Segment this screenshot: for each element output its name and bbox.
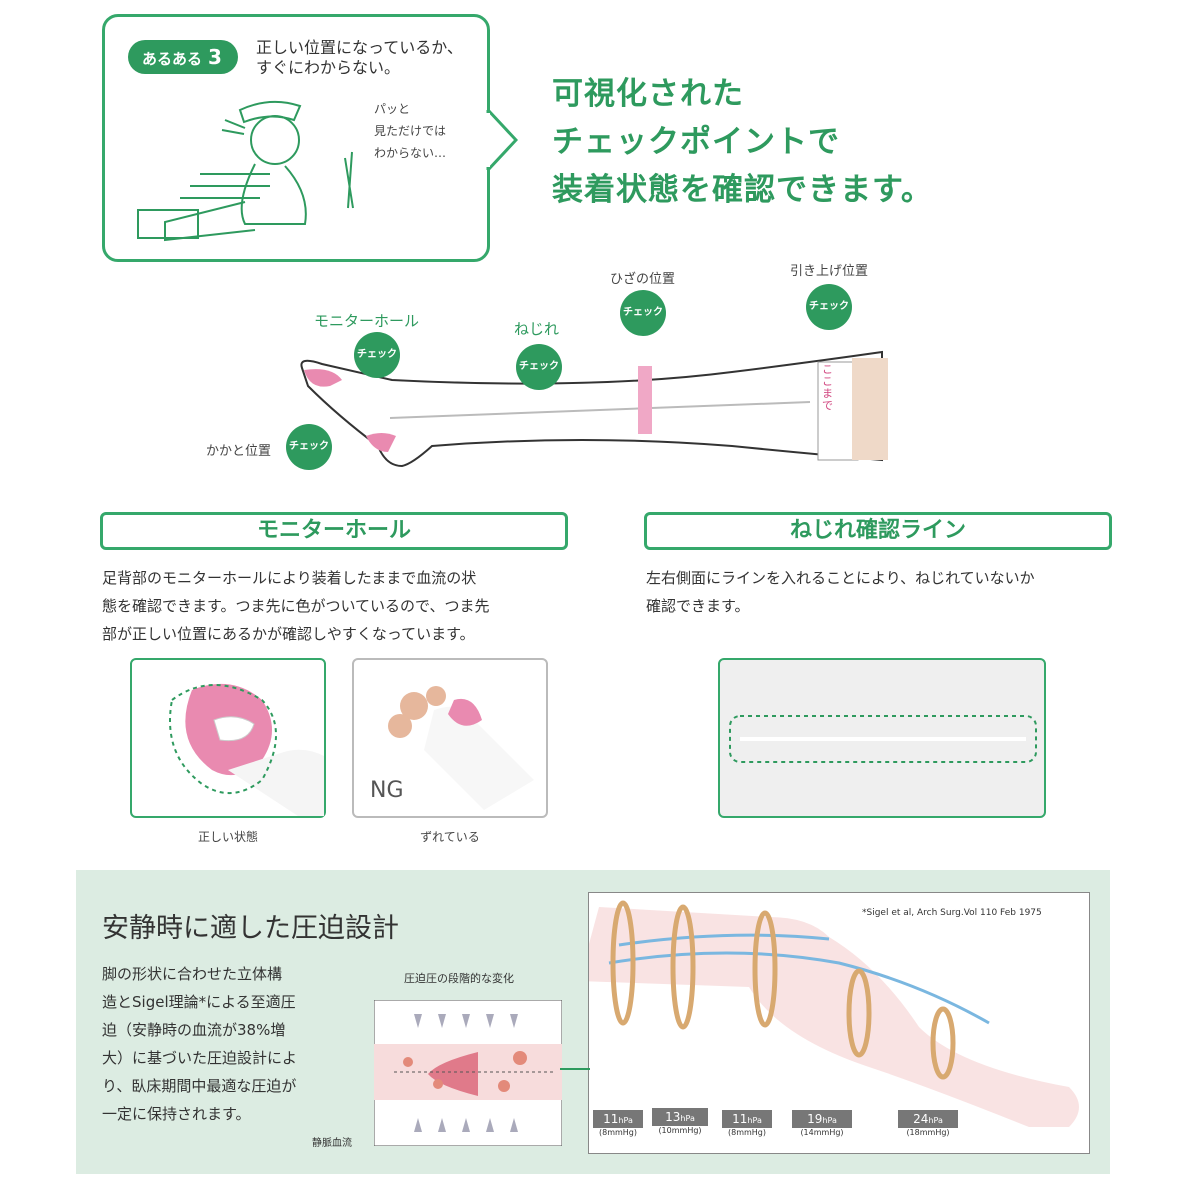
speech-line3: わからない… <box>374 146 447 160</box>
vein-caption: 静脈血流 <box>312 1138 352 1149</box>
card-title: 正しい位置になっているか、 すぐにわからない。 <box>256 38 486 78</box>
monitor-text-line1: 足背部のモニターホールにより装着したままで血流の状 <box>102 569 477 587</box>
compression-line3: 迫（安静時の血流が38%増 <box>102 1021 286 1039</box>
band-value-4: 19hPa <box>792 1110 852 1128</box>
twist-text-line1: 左右側面にラインを入れることにより、ねじれていないか <box>646 569 1035 587</box>
compression-title: 安静時に適した圧迫設計 <box>102 913 399 944</box>
speech-text: パッと 見ただけでは わからない… <box>374 98 484 164</box>
monitor-hole-heading: モニターホール <box>100 512 568 550</box>
band-value-3: 11hPa <box>722 1110 772 1128</box>
compression-line2: 造とSigel理論*による至適圧 <box>102 993 296 1011</box>
monitor-text-line2: 態を確認できます。つま先に色がついているので、つま先 <box>102 597 490 615</box>
label-twist: ねじれ <box>514 320 560 338</box>
diagram-thigh-mark: ここまで <box>822 363 833 412</box>
headline-line1: 可視化された <box>552 76 744 112</box>
citation: *Sigel et al, Arch Surg.Vol 110 Feb 1975 <box>862 908 1042 918</box>
band-tag-3: 11hPa (8mmHg) <box>722 1110 772 1137</box>
twist-text-line2: 確認できます。 <box>646 597 750 615</box>
pressure-caption: 圧迫圧の段階的な変化 <box>404 972 514 985</box>
monitor-hole-text: 足背部のモニターホールにより装着したままで血流の状 態を確認できます。つま先に色… <box>102 564 582 648</box>
photo-twist-line <box>718 658 1046 818</box>
band-mmhg-2: (10mmHg) <box>658 1126 702 1135</box>
band-mmhg-1: (8mmHg) <box>598 1128 637 1137</box>
twist-line-text: 左右側面にラインを入れることにより、ねじれていないか 確認できます。 <box>646 564 1116 620</box>
band-tag-5: 24hPa (18mmHg) <box>898 1110 958 1137</box>
photo-misaligned <box>352 658 548 818</box>
check-bubble-monitor: チェック <box>354 332 400 378</box>
vein-diagram <box>373 999 563 1150</box>
label-heel-position: かかと位置 <box>206 444 272 459</box>
monitor-text-line3: 部が正しい位置にあるかが確認しやすくなっています。 <box>102 625 475 643</box>
band-mmhg-4: (14mmHg) <box>800 1128 844 1137</box>
stocking-diagram <box>290 340 900 474</box>
compression-line6: 一定に保持されます。 <box>102 1105 251 1123</box>
caption-correct: 正しい状態 <box>197 830 258 844</box>
twist-line-heading: ねじれ確認ライン <box>644 512 1112 550</box>
headline: 可視化された チェックポイントで 装着状態を確認できます。 <box>552 70 933 214</box>
card-title-line1: 正しい位置になっているか、 <box>256 38 463 57</box>
compression-line4: 大）に基づいた圧迫設計によ <box>102 1049 298 1067</box>
aruaru-badge: あるある 3 <box>128 40 238 74</box>
card-arrow <box>486 106 519 174</box>
headline-line2: チェックポイントで <box>552 124 840 160</box>
compression-body: 脚の形状に合わせた立体構 造とSigel理論*による至適圧 迫（安静時の血流が3… <box>102 960 342 1128</box>
photo-correct <box>130 658 326 818</box>
label-monitor-hole: モニターホール <box>314 312 420 330</box>
band-value-2: 13hPa <box>652 1108 708 1126</box>
connector-line <box>560 1068 590 1070</box>
band-value-5: 24hPa <box>898 1110 958 1128</box>
label-pull-up-position: 引き上げ位置 <box>790 264 869 279</box>
label-knee-position: ひざの位置 <box>610 272 676 287</box>
band-tag-4: 19hPa (14mmHg) <box>792 1110 852 1137</box>
check-bubble-heel: チェック <box>286 424 332 470</box>
speech-line1: パッと <box>374 102 411 116</box>
band-mmhg-5: (18mmHg) <box>906 1128 950 1137</box>
check-bubble-pull-up: チェック <box>806 284 852 330</box>
caption-misaligned: ずれている <box>420 830 480 844</box>
compression-line1: 脚の形状に合わせた立体構 <box>102 965 283 983</box>
card-title-line2: すぐにわからない。 <box>256 58 401 77</box>
headline-line3: 装着状態を確認できます。 <box>552 172 933 208</box>
compression-line5: り、臥床期間中最適な圧迫が <box>102 1077 297 1095</box>
band-tag-1: 11hPa (8mmHg) <box>593 1110 643 1137</box>
check-bubble-knee: チェック <box>620 290 666 336</box>
band-mmhg-3: (8mmHg) <box>727 1128 766 1137</box>
badge-text: あるある <box>142 50 203 68</box>
badge-number: 3 <box>208 45 222 69</box>
check-bubble-twist: チェック <box>516 344 562 390</box>
band-value-1: 11hPa <box>593 1110 643 1128</box>
band-tag-2: 13hPa (10mmHg) <box>652 1108 708 1135</box>
speech-line2: 見ただけでは <box>374 124 447 138</box>
nurse-illustration <box>130 90 370 254</box>
ng-label: NG <box>370 778 404 803</box>
